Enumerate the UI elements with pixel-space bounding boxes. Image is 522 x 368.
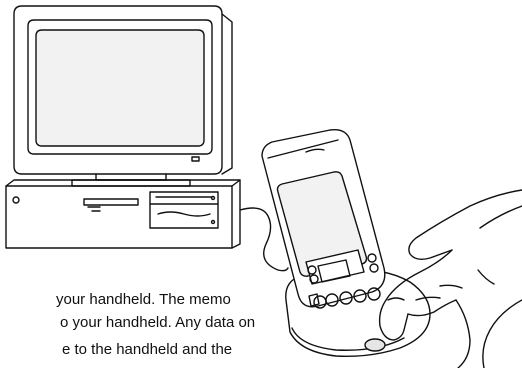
hotsync-button <box>365 339 385 351</box>
handheld-device <box>262 130 385 308</box>
computer-power-button <box>13 197 19 203</box>
monitor-power-led <box>192 157 199 161</box>
desktop-computer <box>6 180 240 248</box>
caption-line-1: your handheld. The memo <box>56 288 300 311</box>
caption-text: your handheld. The memo o your handheld.… <box>0 288 300 368</box>
floppy-drive <box>84 199 138 211</box>
hand <box>380 190 522 368</box>
crt-monitor <box>14 6 232 186</box>
drive-bays <box>150 192 218 228</box>
caption-line-3: e to the handheld and the <box>62 338 300 361</box>
caption-line-2: o your handheld. Any data on <box>60 311 300 334</box>
